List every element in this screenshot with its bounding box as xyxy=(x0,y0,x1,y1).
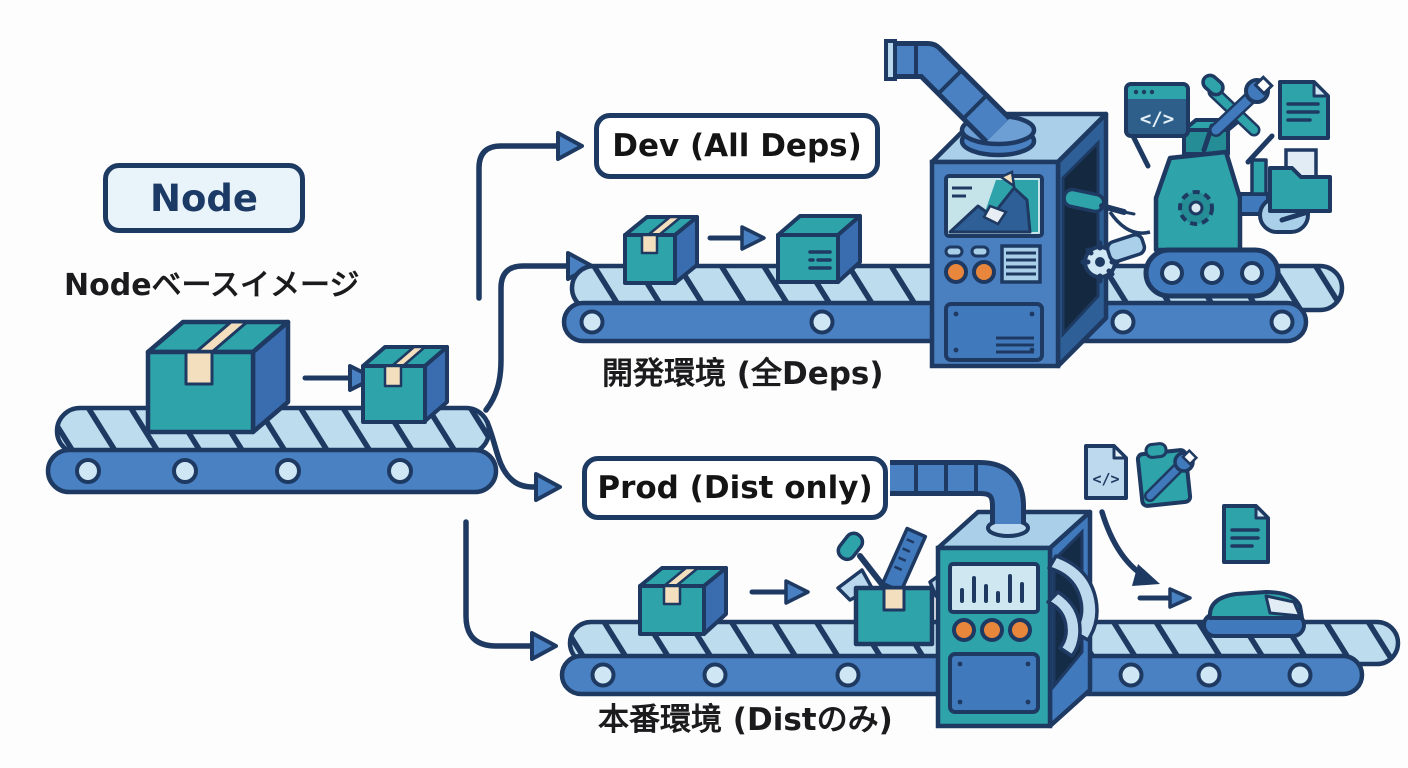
machine-panel xyxy=(948,652,1040,714)
arrow-to-dev-tag xyxy=(476,143,561,301)
code-glyph: </> xyxy=(1140,108,1174,130)
node-badge-label: Node xyxy=(150,176,258,220)
robot-arm xyxy=(1062,187,1151,284)
toolbox-icon xyxy=(1135,442,1199,508)
icon-code-window: </> xyxy=(1124,82,1190,138)
dist-document-icon xyxy=(1222,504,1270,564)
box-dev-taped xyxy=(623,215,699,285)
prod-tag: Prod (Dist only) xyxy=(582,456,888,520)
branch-arrows xyxy=(463,131,594,661)
arrow-to-prod-belt xyxy=(463,519,535,649)
dev-flow-arrow xyxy=(707,225,766,251)
code-file-icon: </> xyxy=(1084,444,1128,500)
arrow-to-prod-tag xyxy=(484,419,539,490)
box-large xyxy=(145,319,291,435)
dev-tag-label: Dev (All Deps) xyxy=(612,128,862,164)
machine-screen xyxy=(944,170,1044,238)
crossed-tools-icon xyxy=(1201,73,1274,137)
prod-machine xyxy=(890,460,1099,729)
dist-arrow xyxy=(1137,587,1192,609)
discard-arrow xyxy=(1099,509,1160,586)
dev-tag: Dev (All Deps) xyxy=(594,113,880,179)
machine-panel xyxy=(944,302,1044,362)
prod-flow-arrow xyxy=(749,579,810,605)
machine-screen xyxy=(948,562,1040,614)
dev-caption: 開発環境 (全Deps) xyxy=(602,356,884,392)
arrowhead xyxy=(556,131,584,161)
dev-machine xyxy=(884,39,1151,369)
discard-strips xyxy=(1046,554,1099,658)
document-icon xyxy=(1278,80,1330,140)
intake-pipe xyxy=(884,39,1012,144)
prod-caption: 本番環境 (Distのみ) xyxy=(598,702,893,738)
arrowhead xyxy=(534,472,562,502)
arrowhead xyxy=(530,631,558,661)
folder-icon xyxy=(1268,148,1332,213)
node-badge: Node xyxy=(103,163,305,233)
conveyor-left xyxy=(45,405,499,495)
dist-artifact xyxy=(1202,590,1306,638)
box-prod-closed xyxy=(638,566,728,636)
arrow-to-dev-belt xyxy=(483,263,571,413)
box-dev-labeled xyxy=(776,214,862,284)
node-base-caption: Nodeベースイメージ xyxy=(64,268,360,303)
box-small xyxy=(361,345,449,424)
prod-tag-label: Prod (Dist only) xyxy=(597,470,873,506)
code-glyph: </> xyxy=(1092,470,1119,488)
machine-controls xyxy=(944,244,1042,284)
